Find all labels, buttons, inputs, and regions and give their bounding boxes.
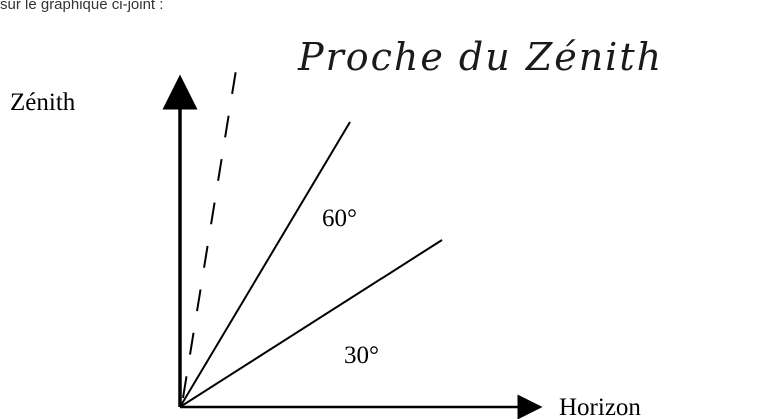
ray-60-degrees [179, 121, 351, 408]
ray-30-degrees [179, 239, 443, 408]
zenith-label: Zénith [10, 89, 76, 116]
handwritten-note: Proche du Zénith [297, 35, 663, 79]
ray-near-zenith-dashed [182, 69, 237, 399]
caption-text: sur le graphique ci-joint : [0, 0, 163, 13]
angle-60-label: 60° [322, 205, 357, 232]
angle-30-label: 30° [344, 342, 379, 369]
horizon-label: Horizon [559, 394, 641, 419]
